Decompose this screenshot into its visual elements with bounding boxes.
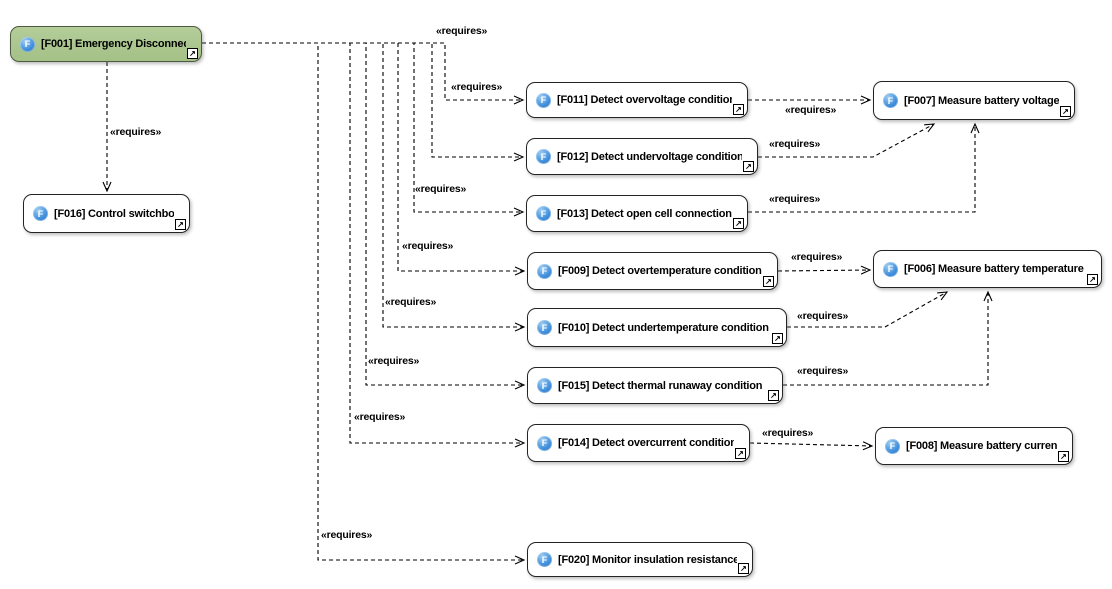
function-icon: F xyxy=(537,263,552,279)
node-label: [F007] Measure battery voltage xyxy=(904,94,1059,107)
node-label: [F015] Detect thermal runaway condition xyxy=(558,379,763,392)
navigate-icon[interactable]: ↗ xyxy=(735,448,746,459)
edge-label-f001-f010: «requires» xyxy=(385,296,437,308)
function-icon: F xyxy=(33,206,48,221)
connector-f014-f008[interactable] xyxy=(749,441,874,451)
node-f008-measure-current[interactable]: F [F008] Measure battery current ↗ xyxy=(875,427,1073,465)
connector-f009-f006[interactable] xyxy=(777,265,872,275)
node-label: [F001] Emergency Disconnect xyxy=(41,38,186,50)
node-f006-measure-temperature[interactable]: F [F006] Measure battery temperature ↗ xyxy=(873,250,1102,288)
navigate-icon[interactable]: ↗ xyxy=(738,563,749,574)
node-f020-monitor-insulation[interactable]: F [F020] Monitor insulation resistance ↗ xyxy=(527,542,753,577)
function-icon: F xyxy=(537,378,552,393)
edge-label-f001-f015: «requires» xyxy=(368,355,420,367)
connector-f001-f015[interactable] xyxy=(202,42,526,390)
edge-label-f010-f006: «requires» xyxy=(797,310,849,322)
node-f010-detect-undertemperature[interactable]: F [F010] Detect undertemperature conditi… xyxy=(527,308,787,347)
navigate-icon[interactable]: ↗ xyxy=(768,390,779,401)
node-label: [F006] Measure battery temperature xyxy=(904,263,1084,275)
connector-f010-f006[interactable] xyxy=(787,291,949,328)
node-f001-emergency-disconnect[interactable]: F [F001] Emergency Disconnect ↗ xyxy=(10,26,202,62)
connector-f015-f006[interactable] xyxy=(783,290,993,386)
node-label: [F016] Control switchbox xyxy=(54,207,174,220)
navigate-icon[interactable]: ↗ xyxy=(187,48,198,59)
function-icon: F xyxy=(536,206,551,221)
edge-label-f001-f009: «requires» xyxy=(402,240,454,252)
node-label: [F013] Detect open cell connection xyxy=(557,207,732,220)
node-label: [F020] Monitor insulation resistance xyxy=(558,553,737,566)
function-icon: F xyxy=(537,320,552,335)
connector-f001-f014[interactable] xyxy=(202,42,526,448)
node-label: [F008] Measure battery current xyxy=(906,440,1057,452)
function-icon: F xyxy=(883,261,898,277)
navigate-icon[interactable]: ↗ xyxy=(1087,274,1098,285)
navigate-icon[interactable]: ↗ xyxy=(1060,106,1071,117)
navigate-icon[interactable]: ↗ xyxy=(772,333,783,344)
navigate-icon[interactable]: ↗ xyxy=(1058,451,1069,462)
function-icon: F xyxy=(536,149,551,164)
function-icon: F xyxy=(885,438,900,454)
connector-f001-f020[interactable] xyxy=(202,42,526,565)
edge-label-f001-f012: «requires» xyxy=(436,25,488,37)
edge-label-f001-f011: «requires» xyxy=(451,81,503,93)
node-label: [F011] Detect overvoltage condition xyxy=(557,94,732,106)
edge-label-f001-f020: «requires» xyxy=(321,529,373,541)
edge-label-f015-f006: «requires» xyxy=(797,365,849,377)
connector-f001-f013[interactable] xyxy=(202,42,525,217)
node-f011-detect-overvoltage[interactable]: F [F011] Detect overvoltage condition ↗ xyxy=(526,82,748,118)
connector-f012-f007[interactable] xyxy=(758,123,936,158)
node-f009-detect-overtemperature[interactable]: F [F009] Detect overtemperature conditio… xyxy=(527,252,778,290)
edge-label-f001-f013: «requires» xyxy=(415,183,467,195)
function-icon: F xyxy=(537,552,552,567)
node-f007-measure-voltage[interactable]: F [F007] Measure battery voltage ↗ xyxy=(873,81,1075,120)
navigate-icon[interactable]: ↗ xyxy=(763,276,774,287)
connector-f013-f007[interactable] xyxy=(748,122,980,213)
edge-label-f001-f016: «requires» xyxy=(110,126,162,138)
node-label: [F009] Detect overtemperature condition xyxy=(558,265,762,277)
edge-label-f001-f014: «requires» xyxy=(354,411,406,423)
node-f016-control-switchbox[interactable]: F [F016] Control switchbox ↗ xyxy=(23,194,190,233)
function-icon: F xyxy=(536,92,551,108)
edge-label-f011-f007: «requires» xyxy=(785,104,837,116)
edge-label-f014-f008: «requires» xyxy=(762,427,814,439)
navigate-icon[interactable]: ↗ xyxy=(733,218,744,229)
node-f012-detect-undervoltage[interactable]: F [F012] Detect undervoltage condition ↗ xyxy=(526,138,758,175)
node-label: [F014] Detect overcurrent condition xyxy=(558,437,734,449)
navigate-icon[interactable]: ↗ xyxy=(743,161,754,172)
function-icon: F xyxy=(20,36,35,52)
connector-f001-f010[interactable] xyxy=(202,42,526,332)
function-icon: F xyxy=(883,93,898,108)
navigate-icon[interactable]: ↗ xyxy=(733,104,744,115)
node-f013-detect-open-cell[interactable]: F [F013] Detect open cell connection ↗ xyxy=(526,195,748,232)
function-icon: F xyxy=(537,435,552,451)
node-f015-detect-thermal-runaway[interactable]: F [F015] Detect thermal runaway conditio… xyxy=(527,367,783,404)
edge-label-f012-f007: «requires» xyxy=(769,138,821,150)
node-label: [F012] Detect undervoltage condition xyxy=(557,150,742,163)
edge-label-f009-f006: «requires» xyxy=(791,251,843,263)
navigate-icon[interactable]: ↗ xyxy=(175,219,186,230)
edge-label-f013-f007: «requires» xyxy=(769,193,821,205)
node-f014-detect-overcurrent[interactable]: F [F014] Detect overcurrent condition ↗ xyxy=(527,424,750,462)
node-label: [F010] Detect undertemperature condition xyxy=(558,321,769,334)
